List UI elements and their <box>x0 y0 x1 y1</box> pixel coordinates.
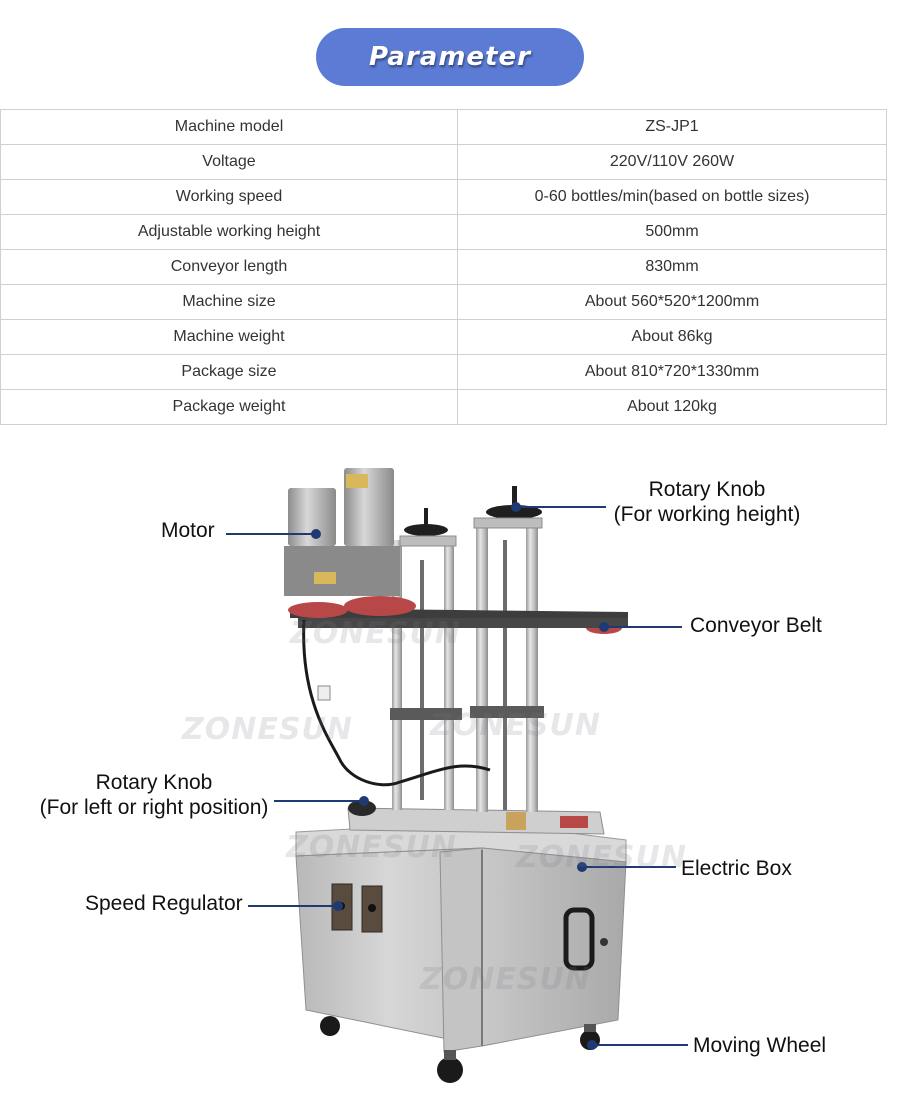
callout-lines <box>226 502 688 1050</box>
param-value: About 810*720*1330mm <box>457 354 887 390</box>
moving-wheels <box>320 1016 600 1083</box>
section-title: Parameter <box>369 42 531 72</box>
support-columns <box>390 520 544 812</box>
param-value: 500mm <box>457 214 887 250</box>
param-label: Conveyor length <box>0 249 458 285</box>
callout-rotary-knob-position: Rotary Knob (For left or right position) <box>38 770 270 820</box>
callout-subtitle: (For left or right position) <box>39 796 269 819</box>
motor-right <box>338 468 400 596</box>
speed-regulator <box>331 883 383 933</box>
param-label: Working speed <box>0 179 458 215</box>
motor-left <box>284 488 340 596</box>
watermark: ZONESUN <box>182 712 353 747</box>
callout-subtitle: (For working height) <box>613 503 801 526</box>
param-label: Voltage <box>0 144 458 180</box>
conveyor-belt <box>288 596 628 634</box>
param-value: About 560*520*1200mm <box>457 284 887 320</box>
callout-title: Rotary Knob <box>648 478 766 501</box>
section-title-badge: Parameter <box>316 28 584 86</box>
watermark: ZONESUN <box>420 962 591 997</box>
callout-conveyor-belt: Conveyor Belt <box>690 614 822 637</box>
rotary-knob-height <box>399 486 543 547</box>
param-value: 0-60 bottles/min(based on bottle sizes) <box>457 179 887 215</box>
callout-title: Rotary Knob <box>95 771 213 794</box>
param-label: Adjustable working height <box>0 214 458 250</box>
param-label: Machine model <box>0 109 458 145</box>
param-value: About 86kg <box>457 319 887 355</box>
watermark: ZONESUN <box>516 840 687 875</box>
param-label: Package size <box>0 354 458 390</box>
param-value: About 120kg <box>457 389 887 425</box>
conveyor-base <box>347 800 605 835</box>
param-label: Machine size <box>0 284 458 320</box>
watermark: ZONESUN <box>290 616 461 651</box>
callout-motor: Motor <box>161 519 215 542</box>
power-cable <box>302 619 491 787</box>
watermark: ZONESUN <box>430 708 601 743</box>
param-value: 220V/110V 260W <box>457 144 887 180</box>
callout-speed-regulator: Speed Regulator <box>85 892 243 915</box>
param-label: Machine weight <box>0 319 458 355</box>
param-label: Package weight <box>0 389 458 425</box>
callout-rotary-knob-height: Rotary Knob (For working height) <box>612 477 802 527</box>
callout-moving-wheel: Moving Wheel <box>693 1034 827 1057</box>
param-value: 830mm <box>457 249 887 285</box>
cable-connector <box>317 685 331 701</box>
watermark: ZONESUN <box>286 830 457 865</box>
callout-electric-box: Electric Box <box>681 857 792 880</box>
